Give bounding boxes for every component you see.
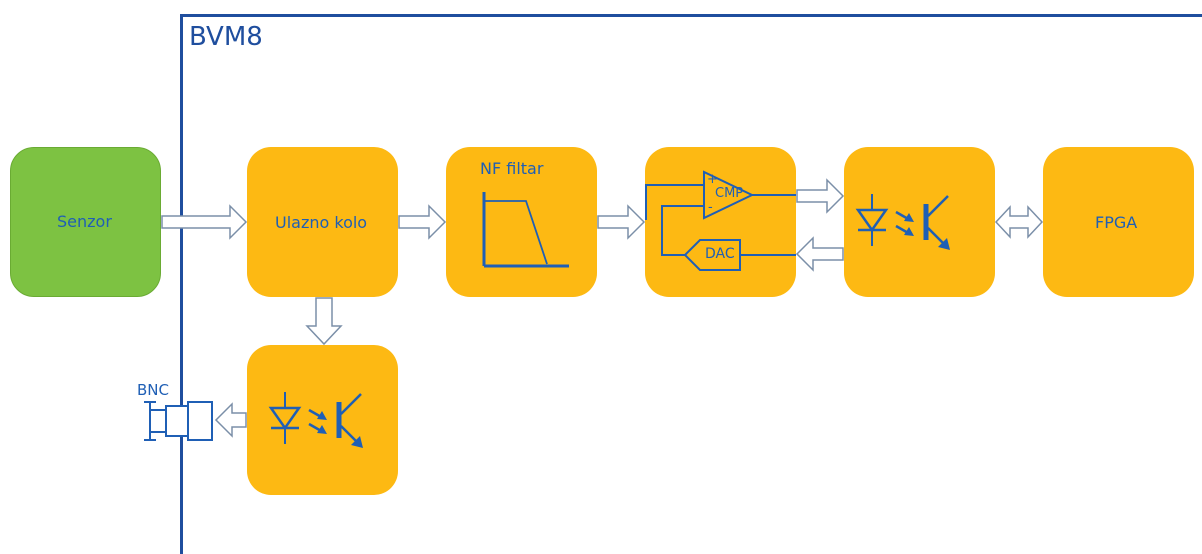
- output-optocoupler-block: [844, 147, 995, 297]
- comparator-minus-sign: -: [708, 200, 713, 215]
- comparator-label: CMP: [715, 186, 744, 201]
- lowpass-filter-label: NF filtar: [480, 159, 544, 178]
- optocoupler-icon: [858, 194, 950, 250]
- arrow-input-to-bnc-optocoupler: [305, 297, 343, 346]
- bnc-optocoupler-block: [247, 345, 398, 495]
- input-circuit-block: Ulazno kolo: [247, 147, 398, 297]
- enclosure-left-edge: [180, 14, 183, 554]
- sensor-block: Senzor: [10, 147, 161, 297]
- dac-label: DAC: [705, 246, 735, 262]
- system-title: BVM8: [189, 22, 263, 52]
- comparator-symbol: [703, 170, 755, 220]
- arrow-optocoupler-to-dac: [795, 236, 844, 272]
- fpga-label: FPGA: [1095, 213, 1138, 232]
- arrow-optocoupler-fpga-bidirectional: [994, 205, 1044, 239]
- bnc-connector-icon: [144, 401, 213, 441]
- lowpass-response-icon: [482, 192, 569, 268]
- comparator-block: [645, 147, 796, 297]
- enclosure-top-edge: [180, 14, 1202, 17]
- lowpass-filter-block: NF filtar: [446, 147, 597, 297]
- arrow-optocoupler-to-bnc: [214, 402, 247, 438]
- input-circuit-label: Ulazno kolo: [275, 213, 368, 232]
- arrow-input-to-filter: [398, 204, 447, 240]
- comparator-plus-sign: +: [707, 172, 718, 187]
- bnc-optocoupler-icon: [271, 392, 363, 448]
- arrow-comparator-to-optocoupler: [796, 178, 845, 214]
- comparator-circuit: [645, 170, 796, 271]
- bnc-label: BNC: [137, 381, 169, 399]
- arrow-filter-to-comparator: [597, 204, 646, 240]
- fpga-block: FPGA: [1043, 147, 1194, 297]
- sensor-label: Senzor: [57, 212, 112, 231]
- arrow-sensor-to-input: [161, 204, 248, 240]
